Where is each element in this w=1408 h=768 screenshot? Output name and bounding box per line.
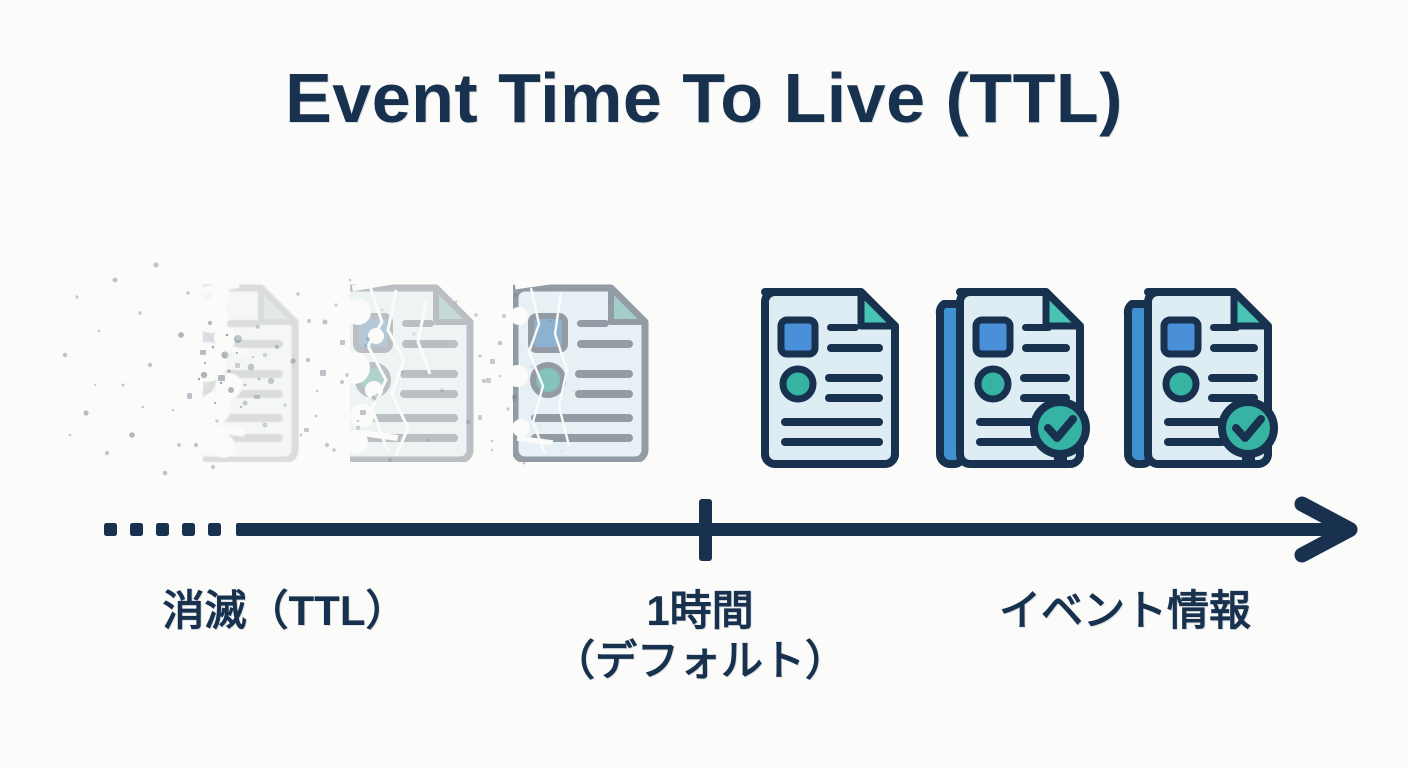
document-verified-1 bbox=[935, 280, 1090, 468]
label-default-ttl: 1時間 （デフォルト） bbox=[520, 586, 880, 685]
arrow-right-icon bbox=[1294, 496, 1358, 563]
check-badge-icon bbox=[1218, 398, 1278, 458]
timeline-tick-default bbox=[699, 499, 712, 561]
timeline-dotted-segment bbox=[104, 523, 221, 536]
label-expired: 消滅（TTL） bbox=[162, 587, 408, 634]
label-default-ttl-line2: （デフォルト） bbox=[552, 636, 847, 684]
timeline-axis bbox=[0, 490, 1408, 580]
page-title: Event Time To Live (TTL) bbox=[285, 59, 1123, 137]
document-intact-1 bbox=[755, 280, 905, 468]
label-default-ttl-line1: 1時間 bbox=[646, 587, 754, 634]
label-event-info: イベント情報 bbox=[998, 587, 1251, 634]
document-disintegrating-1 bbox=[155, 276, 305, 464]
document-disintegrating-2 bbox=[330, 276, 480, 464]
document-verified-2 bbox=[1123, 280, 1278, 468]
timeline-solid-segment bbox=[236, 523, 1340, 536]
document-disintegrating-3 bbox=[505, 276, 655, 464]
check-badge-icon bbox=[1030, 398, 1090, 458]
